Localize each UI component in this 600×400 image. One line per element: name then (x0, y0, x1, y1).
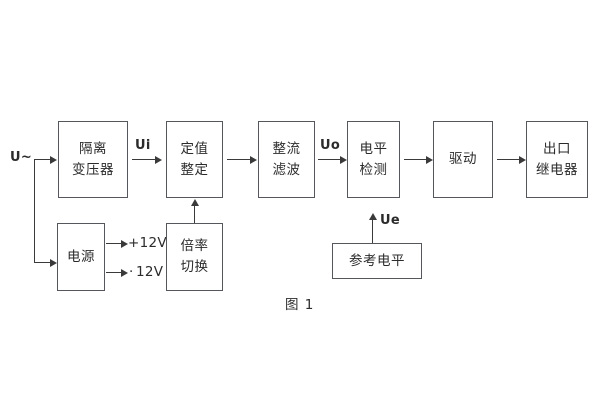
block-rectify-filter-line2: 滤波 (272, 161, 301, 178)
block-rectify-filter-line1: 整流 (272, 140, 301, 157)
block-output-relay-line2: 继电器 (536, 161, 578, 178)
block-isolation-transformer-line1: 隔离 (79, 140, 107, 157)
block-level-detect: 电平 检测 (347, 121, 400, 198)
wire-drive-to-relay (497, 159, 521, 161)
arrowhead-transformer-to-setting (155, 155, 162, 164)
input-signal-label: U~ (10, 150, 33, 165)
block-reference-level-line1: 参考电平 (349, 252, 405, 269)
input-branch-vertical-wire (34, 159, 36, 263)
arrowhead-drive-to-relay (519, 155, 526, 164)
arrowhead-multiplier-to-setting (190, 199, 199, 206)
wire-rectify-to-level (318, 159, 342, 161)
arrowhead-level-to-drive (426, 155, 433, 164)
input-feed-power-wire (34, 262, 52, 264)
wire-rail-negative (106, 272, 123, 274)
wire-setting-to-rectify (227, 159, 252, 161)
arrowhead-setting-to-rectify (250, 155, 257, 164)
block-setting-adjust-line2: 整定 (180, 161, 209, 178)
wire-level-to-drive (404, 159, 428, 161)
wire-rail-positive (106, 243, 123, 245)
wire-reference-to-level-detect (372, 219, 374, 243)
block-multiplier-switch-line2: 切换 (180, 259, 209, 275)
arrowhead-rectify-to-level (340, 155, 347, 164)
block-level-detect-line1: 电平 (359, 140, 388, 157)
arrowhead-rail-negative (121, 268, 128, 277)
figure-caption: 图 1 (285, 297, 315, 313)
block-setting-adjust-line1: 定值 (180, 140, 209, 157)
block-level-detect-line2: 检测 (359, 161, 388, 178)
block-rectify-filter: 整流 滤波 (258, 121, 315, 198)
input-feed-transformer-arrowhead (50, 155, 57, 164)
input-feed-power-arrowhead (50, 258, 57, 267)
block-multiplier-switch-line1: 倍率 (180, 238, 209, 255)
arrowhead-reference-to-level-detect (368, 213, 377, 220)
wire-multiplier-to-setting (194, 205, 196, 223)
signal-ui-label: Ui (135, 138, 151, 153)
arrowhead-rail-positive (121, 239, 128, 248)
block-power-supply: 电源 (57, 223, 105, 291)
block-isolation-transformer-line2: 变压器 (72, 161, 114, 178)
block-reference-level: 参考电平 (332, 243, 422, 279)
signal-ue-label: Ue (380, 213, 400, 228)
block-drive-line1: 驱动 (449, 151, 477, 168)
signal-uo-label: Uo (320, 138, 341, 153)
block-multiplier-switch: 倍率 切换 (166, 223, 223, 291)
block-output-relay: 出口 继电器 (526, 121, 588, 198)
rail-label-negative: 12V (136, 264, 164, 280)
input-feed-transformer-wire (34, 159, 52, 161)
block-output-relay-line1: 出口 (543, 140, 571, 157)
rail-label-negative-sign: · (129, 264, 134, 280)
block-setting-adjust: 定值 整定 (166, 121, 223, 198)
rail-label-positive: +12V (128, 235, 167, 251)
block-isolation-transformer: 隔离 变压器 (58, 121, 128, 198)
block-power-supply-line1: 电源 (67, 248, 95, 265)
wire-transformer-to-setting (132, 159, 157, 161)
block-drive: 驱动 (433, 121, 493, 198)
